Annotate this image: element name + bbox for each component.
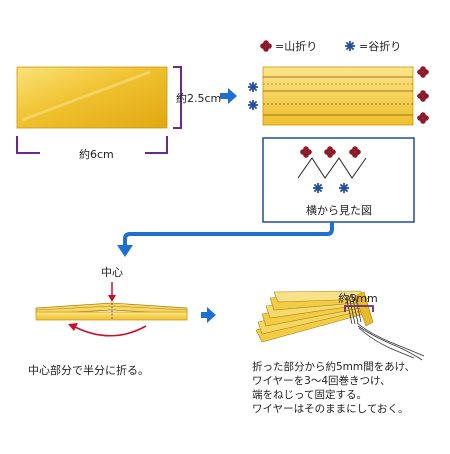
arrow-right-icon — [201, 307, 216, 323]
side-view-box: 横から見た図 — [262, 137, 415, 223]
valley-fold-icon — [247, 99, 259, 111]
valley-fold-legend: =谷折り — [359, 39, 401, 53]
height-label: 約2.5cm — [176, 91, 221, 105]
wire — [345, 294, 425, 361]
fold-instruction: 中心部分で半分に折る。 — [28, 364, 149, 377]
mountain-fold-legend: =山折り — [275, 39, 317, 53]
connector-arrow — [123, 222, 334, 245]
width-bracket — [16, 136, 168, 154]
arrow-down-icon — [108, 295, 116, 302]
arrow-head-icon — [68, 323, 78, 331]
arrow-down-icon — [117, 245, 133, 257]
side-view-caption: 横から見た図 — [306, 203, 372, 217]
fold-direction-arrow — [74, 325, 147, 337]
arrow-right-icon — [220, 88, 237, 104]
striped-paper — [262, 66, 414, 126]
valley-fold-icon — [312, 182, 324, 194]
center-label: 中心 — [101, 266, 123, 279]
mountain-fold-icon — [417, 112, 429, 124]
valley-fold-icon — [344, 40, 356, 52]
width-label: 約6cm — [79, 147, 114, 161]
instruction-line: 端をねじって固定する。 — [252, 389, 367, 401]
gap-label: 約5mm — [338, 291, 377, 305]
instruction-line: ワイヤーを3〜4回巻きつけ、 — [252, 375, 391, 387]
valley-fold-icon — [338, 182, 350, 194]
wire-instructions: 折った部分から約5mm間をあけ、 ワイヤーを3〜4回巻きつけ、 端をねじって固定… — [252, 360, 450, 416]
folded-bundle — [255, 290, 374, 343]
instruction-line: ワイヤーはそのままにしておく。 — [252, 403, 409, 415]
mountain-fold-icon — [417, 90, 429, 102]
height-bracket — [173, 66, 182, 129]
instruction-line: 折った部分から約5mm間をあけ、 — [252, 361, 416, 373]
legend: =山折り =谷折り — [260, 39, 401, 53]
folding-paper — [35, 302, 188, 321]
gap-bracket — [344, 305, 374, 312]
valley-fold-icon — [247, 81, 259, 93]
mountain-fold-icon — [260, 40, 272, 52]
mountain-fold-icon — [417, 66, 429, 78]
gold-paper — [16, 66, 168, 129]
